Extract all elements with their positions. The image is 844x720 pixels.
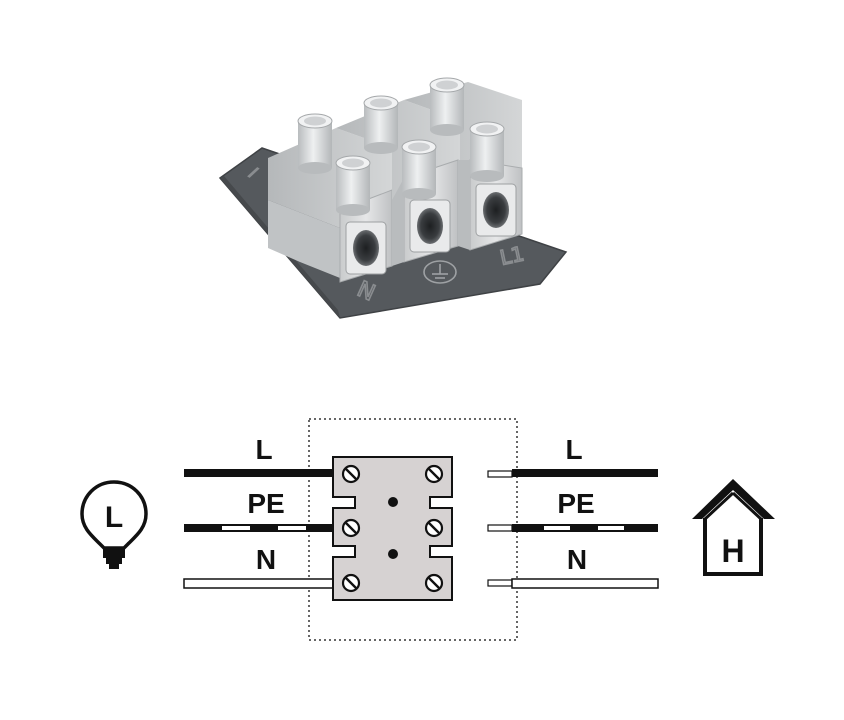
screw-tube [363,95,399,154]
bridge-dot [388,549,398,559]
right-wire-n [487,578,659,589]
screw-tube [429,77,465,136]
screw-slot [428,522,440,534]
right-label-l: L [565,434,582,465]
screw-tube [335,155,371,216]
terminal-block [332,456,453,601]
left-label-l: L [255,434,272,465]
earth-emboss-icon [423,260,457,284]
house-letter: H [721,533,744,569]
left-wire-pe [184,524,336,532]
screw-slot [345,522,357,534]
left-wire-n [183,578,337,589]
terminal-screws [341,464,444,593]
right-wire-l [487,469,658,478]
left-label-n: N [256,544,276,575]
screw-slot [345,577,357,589]
connector-photo: N L1 / [218,77,568,319]
screw-tube [469,121,505,182]
right-label-pe: PE [557,488,594,519]
screw-tube [297,113,333,174]
wiring-diagram: L PE N L PE N L H [80,418,775,641]
right-label-n: N [567,544,587,575]
left-wire-l [184,469,336,477]
screw-slot [428,577,440,589]
screw-slot [345,468,357,480]
plate-label-l1: L1 [498,241,526,269]
left-label-pe: PE [247,488,284,519]
lamp-letter: L [105,501,123,534]
screw-slot [428,468,440,480]
right-wire-pe [487,524,658,532]
light-bulb-icon: L [80,480,148,569]
bridge-dot [388,497,398,507]
house-icon: H [692,479,775,576]
screw-tube [401,139,437,200]
